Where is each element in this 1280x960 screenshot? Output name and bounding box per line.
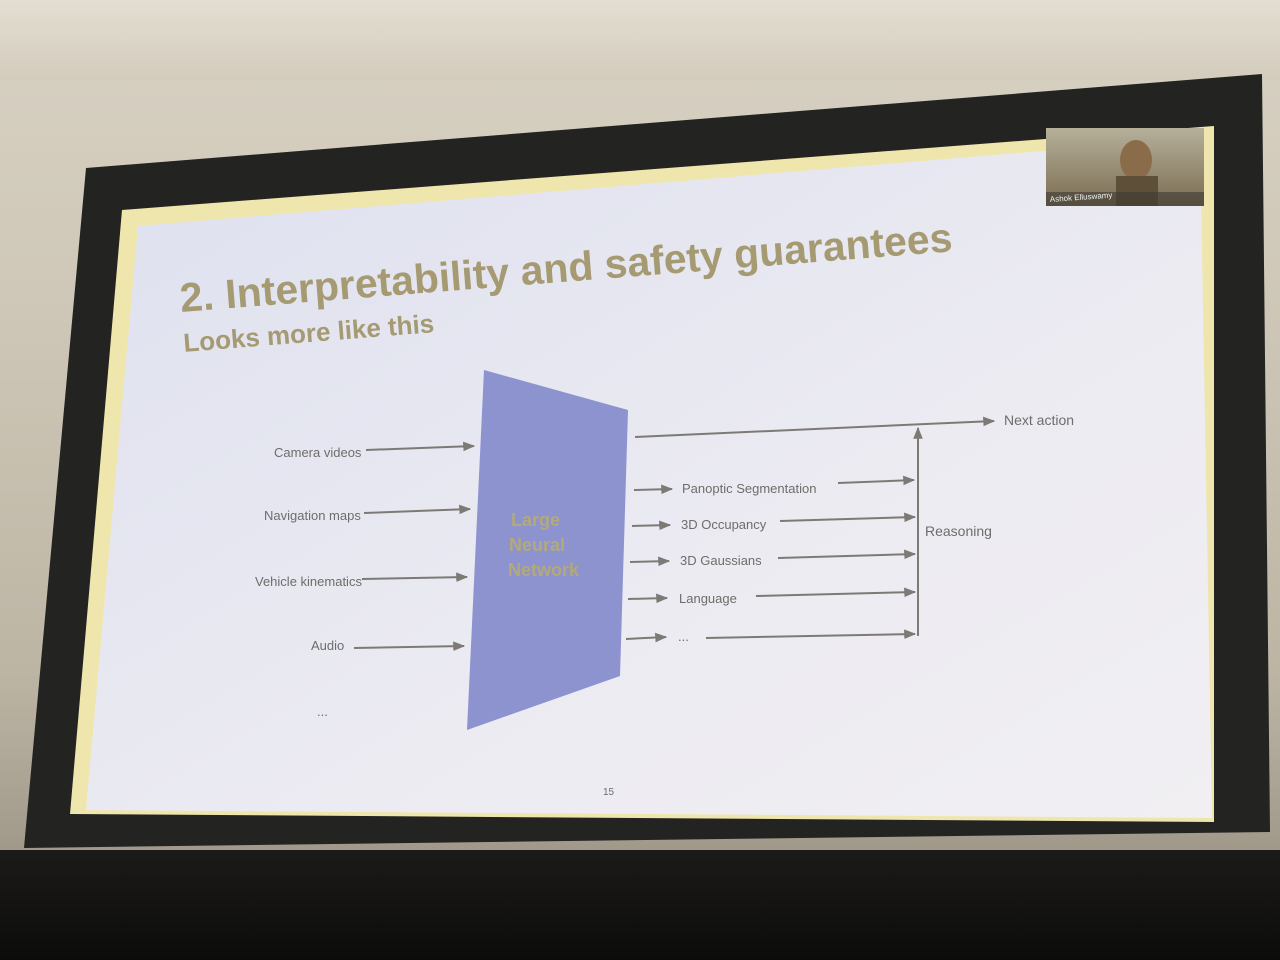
output-label-3d-occupancy: 3D Occupancy (681, 517, 767, 532)
stage-floor (0, 850, 1280, 960)
next-action-label: Next action (1004, 412, 1074, 428)
reasoning-arrow-language (755, 587, 917, 598)
input-label-navigation-maps: Navigation maps (264, 508, 361, 523)
output-label-more: ... (678, 629, 689, 644)
input-arrow-navigation-maps (363, 504, 472, 515)
output-label-3d-gaussians: 3D Gaussians (680, 553, 762, 568)
input-label-vehicle-kinematics: Vehicle kinematics (255, 574, 362, 589)
reasoning-arrow-gaussians (777, 549, 917, 560)
output-arrow-more (625, 632, 668, 643)
neural-network-block (467, 370, 628, 730)
network-label-line-3: Network (508, 560, 580, 580)
reasoning-arrow-panoptic (837, 475, 916, 486)
reasoning-arrow-more (705, 629, 917, 640)
output-label-language: Language (679, 591, 737, 606)
output-label-panoptic-segmentation: Panoptic Segmentation (682, 481, 816, 496)
input-arrow-audio (353, 641, 466, 651)
input-label-camera-videos: Camera videos (274, 445, 362, 460)
input-label-audio: Audio (311, 638, 344, 653)
output-arrow-gaussians (629, 556, 671, 567)
input-arrow-camera-videos (365, 441, 476, 452)
neural-network-label: Large Neural Network (508, 510, 580, 580)
output-arrow-occupancy (631, 520, 672, 531)
speaker-name-label: Ashok Elluswamy (1050, 191, 1113, 204)
network-label-line-1: Large (511, 510, 560, 530)
input-label-more: ... (317, 704, 328, 719)
output-arrow-panoptic (633, 484, 674, 495)
slide-page-number: 15 (603, 787, 615, 798)
network-label-line-2: Neural (509, 535, 565, 555)
speaker-thumbnail: Ashok Elluswamy (1046, 128, 1204, 206)
ceiling (0, 0, 1280, 80)
input-arrow-vehicle-kinematics (361, 572, 469, 583)
reasoning-label: Reasoning (925, 523, 992, 539)
reasoning-arrow-occupancy (779, 512, 917, 523)
next-action-arrow (634, 416, 996, 438)
output-arrow-language (627, 593, 669, 604)
